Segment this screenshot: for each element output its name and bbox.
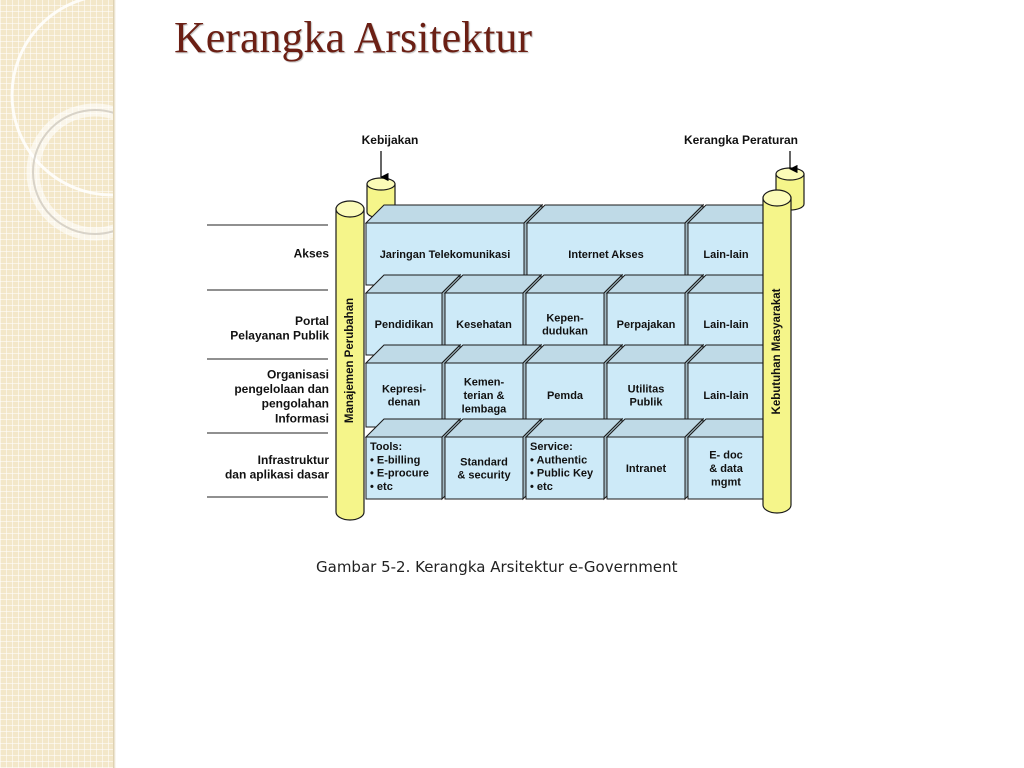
layer-2-box-4-text: Perpajakan: [617, 319, 676, 331]
layer-3-box-2-text-line: lembaga: [462, 403, 508, 415]
layer-3-box-5-text-line: Lain-lain: [703, 390, 749, 402]
layer-4-box-3-text-line: Service:: [530, 441, 573, 453]
kerangka-peraturan-label: Kerangka Peraturan: [684, 133, 798, 147]
layer-1-box-1-text-line: Jaringan Telekomunikasi: [380, 249, 511, 261]
layer-4-box-1-text-line: • etc: [370, 481, 393, 493]
sidebar-edge: [113, 0, 116, 768]
layer-3-label-line: pengelolaan dan: [234, 382, 329, 396]
pillar-manajemen-perubahan: Manajemen Perubahan: [335, 200, 365, 521]
layer-1-box-2: [525, 203, 705, 287]
sidebar-circles: [10, 0, 113, 241]
layer-2-box-4-text-line: Perpajakan: [617, 319, 676, 331]
layer-1-box-2-text: Internet Akses: [568, 249, 643, 261]
layer-2-box-3-text-line: dudukan: [542, 326, 588, 338]
layer-3-box-2-text-line: Kemen-: [464, 377, 505, 389]
layer-3-box-1-text: Kepresi-denan: [382, 383, 426, 408]
layer-4-box-5-text-line: E- doc: [709, 450, 743, 462]
layer-3-box-1-text-line: Kepresi-: [382, 383, 426, 395]
layer-4-box-3-text: Service:• Authentic • Public Key• etc: [530, 441, 594, 493]
layer-1-box-3-text-line: Lain-lain: [703, 249, 749, 261]
slide-title: Kerangka Arsitektur: [174, 13, 532, 62]
layer-1-label: Akses: [294, 246, 330, 260]
layer-4-box-4-text: Intranet: [626, 463, 667, 475]
layer-3-box-3-text-line: Pemda: [547, 390, 584, 402]
layer-4-box-2-text-line: & security: [457, 470, 511, 482]
layer-3-label-line: pengolahan: [262, 397, 329, 411]
layer-4-box-1-text-line: • E-billing: [370, 454, 420, 466]
pillar-kebutuhan-masyarakat: Kebutuhan Masyarakat: [762, 189, 792, 514]
layer-3-box-3-text: Pemda: [547, 390, 584, 402]
decorative-sidebar: [0, 0, 113, 768]
pillar-kebutuhan-masyarakat-label: Kebutuhan Masyarakat: [771, 288, 783, 414]
layer-3-box-2-text-line: terian &: [464, 390, 505, 402]
layer-1-box-3-text: Lain-lain: [703, 249, 749, 261]
layer-4-box-4-text-line: Intranet: [626, 463, 667, 475]
layer-2-box-2-text: Kesehatan: [456, 319, 512, 331]
layer-2-box-3-text: Kepen-dudukan: [542, 312, 588, 337]
layer-3-box-2-text: Kemen-terian &lembaga: [462, 377, 508, 416]
layer-3-box-4-text-line: Publik: [629, 397, 663, 409]
layer-2-box-3-text-line: Kepen-: [546, 312, 584, 324]
layer-2-box-1-text: Pendidikan: [375, 319, 434, 331]
layer-3-box-5-text: Lain-lain: [703, 390, 749, 402]
layer-4-box-1-text: Tools:• E-billing • E-procure• etc: [370, 441, 429, 493]
layer-4-box-3-text-line: • etc: [530, 481, 553, 493]
layer-4-box-1-text-line: • E-procure: [370, 468, 429, 480]
layer-4-label-line: dan aplikasi dasar: [225, 468, 329, 482]
layer-4-box-3-text-line: • Public Key: [530, 468, 594, 480]
layer-4-box-2-text: Standard & security: [457, 456, 511, 481]
layer-4-label-line: Infrastruktur: [258, 453, 330, 467]
kebijakan-label: Kebijakan: [362, 133, 419, 147]
layer-2-label-line: Pelayanan Publik: [230, 329, 329, 343]
layer-3-label-line: Informasi: [275, 411, 329, 425]
layer-3-label-line: Organisasi: [267, 367, 329, 381]
layer-3-box-1-text-line: denan: [388, 397, 421, 409]
pillar-manajemen-perubahan-label: Manajemen Perubahan: [344, 298, 356, 423]
layer-2-box-1-text-line: Pendidikan: [375, 319, 434, 331]
layer-1-label-line: Akses: [294, 246, 330, 260]
layer-4-box-5-text-line: & data: [709, 463, 744, 475]
layer-4-box-1-text-line: Tools:: [370, 441, 402, 453]
layer-4-box-5-text-line: mgmt: [711, 476, 741, 488]
layer-3-box-4-text-line: Utilitas: [628, 383, 665, 395]
figure-caption: Gambar 5-2. Kerangka Arsitektur e-Govern…: [316, 558, 678, 576]
layer-4-box-2-text-line: Standard: [460, 456, 508, 468]
layer-2-box-2-text-line: Kesehatan: [456, 319, 512, 331]
layer-2-label-line: Portal: [295, 314, 329, 328]
layer-1-box-1: [364, 203, 544, 287]
layer-2-box-5-text: Lain-lain: [703, 319, 749, 331]
layer-1-box-2-text-line: Internet Akses: [568, 249, 643, 261]
layer-2-box-5-text-line: Lain-lain: [703, 319, 749, 331]
layer-1-box-1-text: Jaringan Telekomunikasi: [380, 249, 511, 261]
layer-4-box-3-text-line: • Authentic: [530, 454, 587, 466]
